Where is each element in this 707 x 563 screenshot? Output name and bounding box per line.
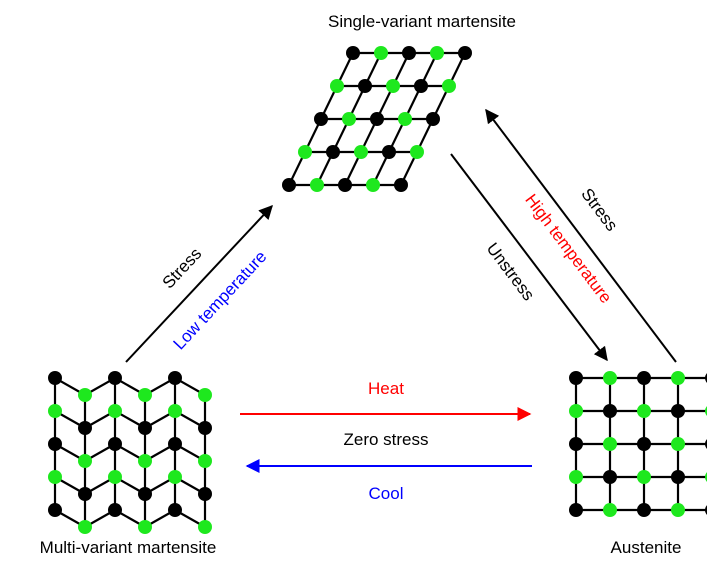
single-variant-green-atom xyxy=(330,79,344,93)
single-variant-black-atom xyxy=(402,46,416,60)
multi-variant-black-atom xyxy=(168,371,182,385)
multi-variant-green-atom xyxy=(48,404,62,418)
austenite-black-atom xyxy=(569,503,583,517)
austenite-lattice xyxy=(569,371,707,517)
austenite-green-atom xyxy=(603,437,617,451)
single-variant-green-atom xyxy=(430,46,444,60)
single-variant-green-atom xyxy=(442,79,456,93)
austenite-black-atom xyxy=(569,371,583,385)
multi-variant-black-atom xyxy=(168,437,182,451)
cool-label: Cool xyxy=(369,484,404,503)
single-variant-lattice xyxy=(282,46,472,192)
single-variant-green-atom xyxy=(386,79,400,93)
austenite-black-atom xyxy=(637,371,651,385)
multi-variant-black-atom xyxy=(48,371,62,385)
multi-variant-black-atom xyxy=(138,487,152,501)
multi-variant-green-atom xyxy=(168,404,182,418)
single-variant-green-atom xyxy=(354,145,368,159)
austenite-green-atom xyxy=(569,404,583,418)
single-variant-black-atom xyxy=(338,178,352,192)
multi-variant-black-atom xyxy=(48,503,62,517)
right-unstress-label: Unstress xyxy=(483,239,539,304)
unstress-high-temp-arrow xyxy=(450,153,608,362)
austenite-green-atom xyxy=(637,470,651,484)
multi-variant-green-atom xyxy=(138,454,152,468)
zero-stress-label: Zero stress xyxy=(343,430,428,449)
multi-variant-black-atom xyxy=(108,503,122,517)
multi-variant-black-atom xyxy=(78,487,92,501)
right-stress-label: Stress xyxy=(577,185,621,235)
multi-variant-black-atom xyxy=(168,503,182,517)
single-variant-black-atom xyxy=(426,112,440,126)
austenite-green-atom xyxy=(569,470,583,484)
austenite-green-atom xyxy=(671,437,685,451)
stress-low-temp-arrow xyxy=(125,204,273,363)
austenite-label: Austenite xyxy=(611,538,682,557)
multi-variant-black-atom xyxy=(108,371,122,385)
austenite-black-atom xyxy=(603,404,617,418)
single-variant-black-atom xyxy=(370,112,384,126)
austenite-green-atom xyxy=(603,503,617,517)
multi-variant-green-atom xyxy=(78,454,92,468)
single-variant-green-atom xyxy=(374,46,388,60)
multi-variant-green-atom xyxy=(48,470,62,484)
multi-variant-black-atom xyxy=(198,487,212,501)
single-variant-black-atom xyxy=(394,178,408,192)
austenite-black-atom xyxy=(603,470,617,484)
title: Single-variant martensite xyxy=(328,12,516,31)
single-variant-green-atom xyxy=(398,112,412,126)
single-variant-green-atom xyxy=(298,145,312,159)
single-variant-black-atom xyxy=(382,145,396,159)
austenite-black-atom xyxy=(637,503,651,517)
multi-variant-green-atom xyxy=(138,520,152,534)
single-variant-black-atom xyxy=(314,112,328,126)
single-variant-black-atom xyxy=(414,79,428,93)
single-variant-black-atom xyxy=(326,145,340,159)
austenite-black-atom xyxy=(637,437,651,451)
multi-variant-green-atom xyxy=(168,470,182,484)
multi-variant-green-atom xyxy=(198,454,212,468)
austenite-black-atom xyxy=(569,437,583,451)
austenite-black-atom xyxy=(671,404,685,418)
single-variant-green-atom xyxy=(310,178,324,192)
multi-variant-label: Multi-variant martensite xyxy=(40,538,217,557)
multi-variant-green-atom xyxy=(108,404,122,418)
multi-variant-lattice xyxy=(48,371,212,534)
austenite-green-atom xyxy=(637,404,651,418)
single-variant-black-atom xyxy=(282,178,296,192)
single-variant-black-atom xyxy=(346,46,360,60)
multi-variant-black-atom xyxy=(108,437,122,451)
austenite-green-atom xyxy=(671,371,685,385)
multi-variant-green-atom xyxy=(78,520,92,534)
multi-variant-green-atom xyxy=(108,470,122,484)
single-variant-green-atom xyxy=(342,112,356,126)
heat-label: Heat xyxy=(368,379,404,398)
multi-variant-green-atom xyxy=(138,388,152,402)
stress-return-arrow xyxy=(485,108,677,363)
single-variant-green-atom xyxy=(366,178,380,192)
austenite-green-atom xyxy=(671,503,685,517)
single-variant-green-atom xyxy=(410,145,424,159)
multi-variant-black-atom xyxy=(48,437,62,451)
multi-variant-black-atom xyxy=(198,421,212,435)
multi-variant-green-atom xyxy=(198,520,212,534)
austenite-black-atom xyxy=(671,470,685,484)
multi-variant-green-atom xyxy=(198,388,212,402)
single-variant-black-atom xyxy=(358,79,372,93)
multi-variant-black-atom xyxy=(138,421,152,435)
austenite-green-atom xyxy=(603,371,617,385)
multi-variant-black-atom xyxy=(78,421,92,435)
single-variant-black-atom xyxy=(458,46,472,60)
multi-variant-green-atom xyxy=(78,388,92,402)
